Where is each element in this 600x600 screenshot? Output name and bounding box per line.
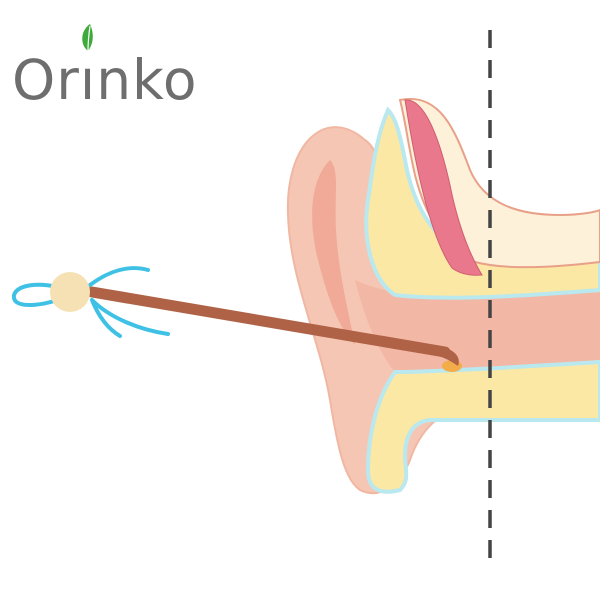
eardrum xyxy=(404,99,483,276)
ear-pick-bead xyxy=(50,272,90,312)
logo-text-start: Or xyxy=(12,48,80,112)
logo-text-end: nko xyxy=(96,48,198,112)
ear-pick-handle xyxy=(86,286,451,358)
upper-cartilage xyxy=(364,106,600,300)
leaf-icon xyxy=(82,24,93,52)
logo-i-char: ı xyxy=(79,48,97,112)
lower-cartilage xyxy=(365,359,600,494)
cord-loop xyxy=(12,266,170,338)
ear-pick-tip xyxy=(438,346,459,366)
helix-fold xyxy=(312,160,355,345)
logo-i-with-leaf: ı xyxy=(80,24,96,108)
orinko-logo: Or ı nko xyxy=(12,24,198,112)
